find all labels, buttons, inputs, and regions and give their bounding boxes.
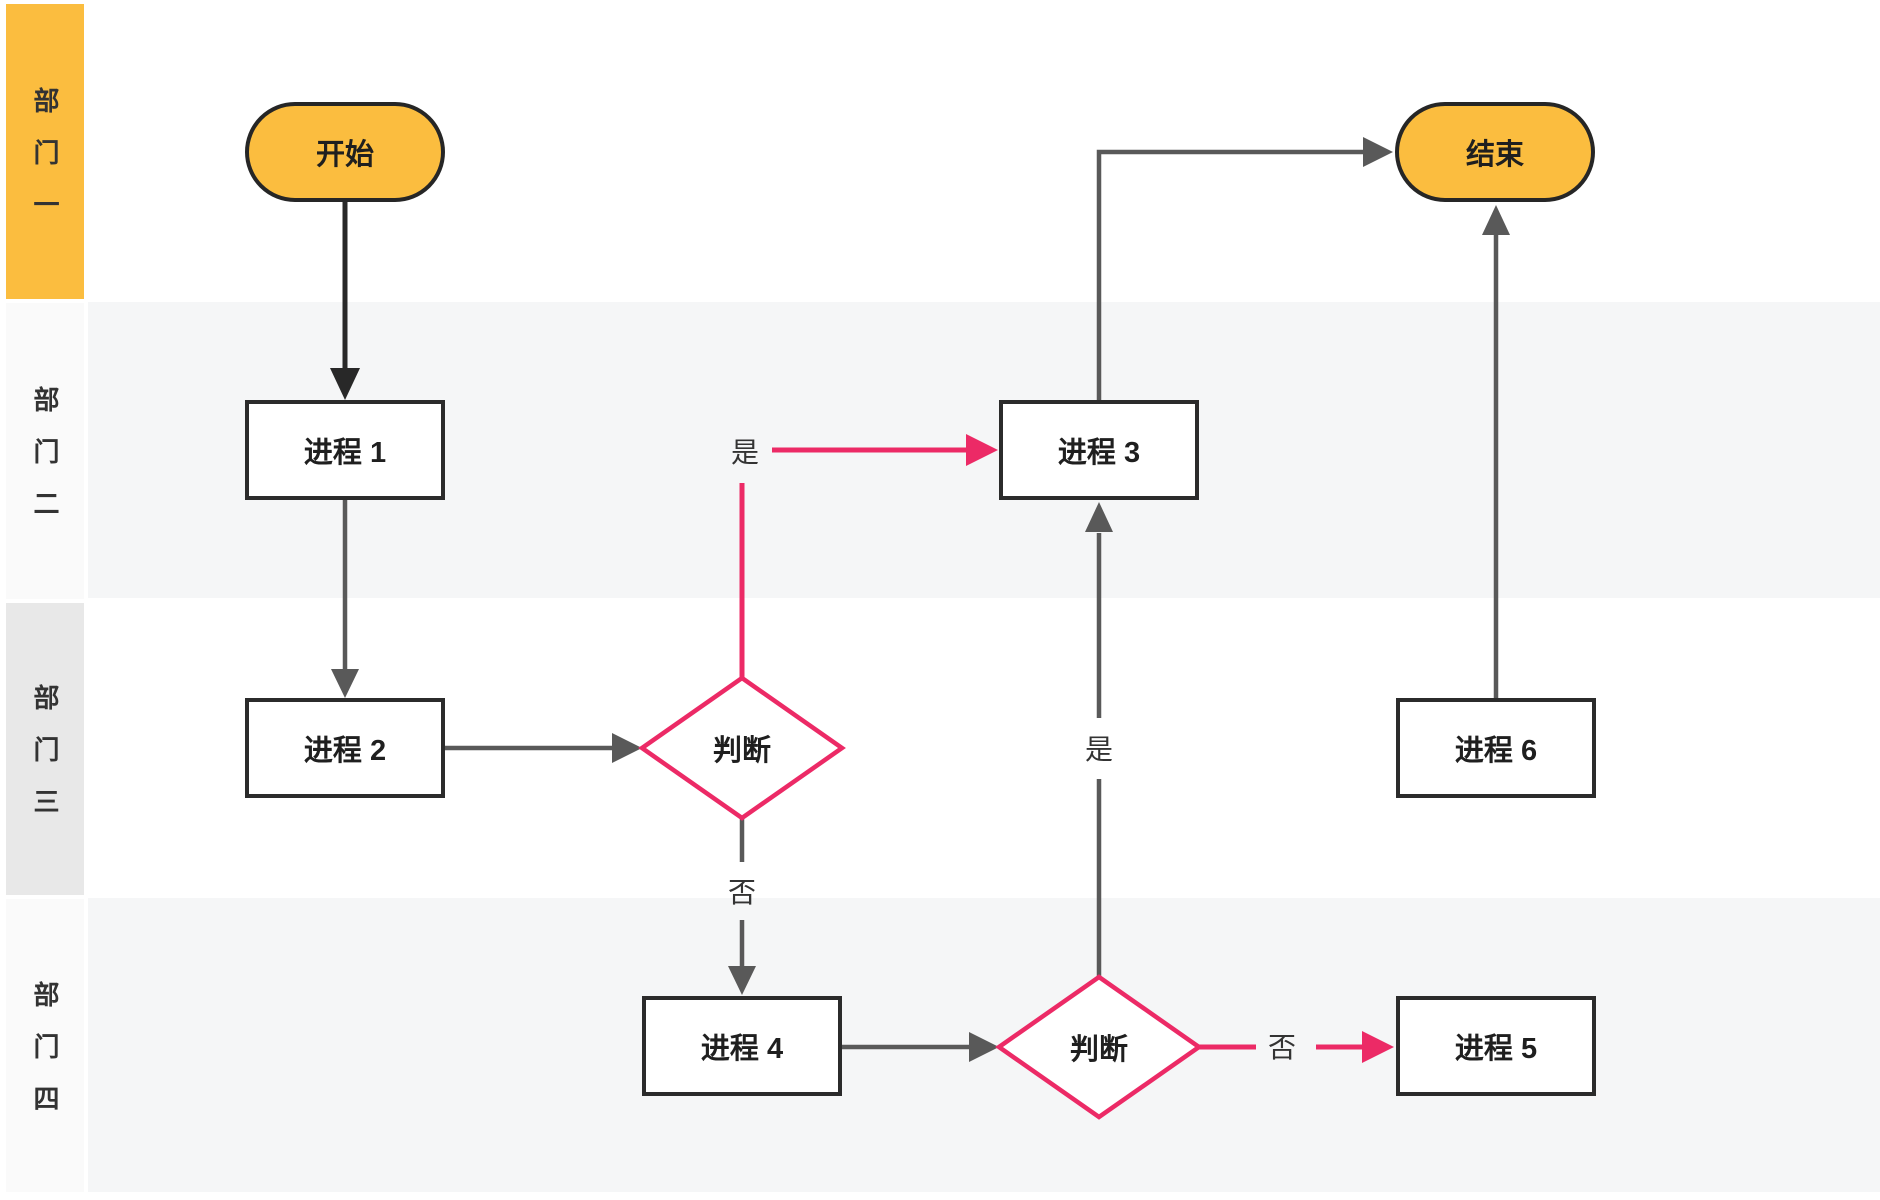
- node-process-1[interactable]: 进程 1: [245, 400, 445, 500]
- node-process-3-label: 进程 3: [1057, 437, 1141, 469]
- edge-decision1-no-to-process4: [728, 818, 756, 995]
- arrowhead-down-icon: [330, 368, 360, 400]
- node-process-3[interactable]: 进程 3: [999, 400, 1199, 500]
- arrowhead-right-icon: [1362, 1031, 1394, 1063]
- node-process-2[interactable]: 进程 2: [245, 698, 445, 798]
- edge-label-no-2: 否: [1267, 1032, 1297, 1063]
- lane-header-dept-1-label: 部门一: [30, 86, 60, 243]
- arrowhead-up-icon: [1482, 205, 1510, 235]
- node-process-2-label: 进程 2: [303, 735, 387, 767]
- node-process-4[interactable]: 进程 4: [642, 996, 842, 1096]
- lane-header-dept-4-label: 部门四: [30, 980, 60, 1137]
- edge-process1-to-process2: [331, 500, 359, 698]
- node-decision-1-shape[interactable]: [638, 675, 846, 821]
- node-process-6[interactable]: 进程 6: [1396, 698, 1596, 798]
- node-decision-2-label: 判断: [1069, 1034, 1129, 1066]
- node-process-4-label: 进程 4: [700, 1033, 784, 1065]
- node-end[interactable]: 结束: [1395, 102, 1595, 202]
- lane-header-dept-2[interactable]: 部门二: [6, 303, 84, 599]
- arrowhead-right-icon: [1363, 137, 1393, 167]
- lane-header-dept-3-label: 部门三: [30, 684, 60, 840]
- arrowhead-down-icon: [728, 966, 756, 995]
- node-process-1-label: 进程 1: [303, 437, 387, 469]
- lane-header-dept-2-label: 部门二: [30, 386, 60, 542]
- edge-start-to-process1: [330, 202, 360, 400]
- node-process-5[interactable]: 进程 5: [1396, 996, 1596, 1096]
- edge-process2-to-decision1: [445, 733, 642, 763]
- arrowhead-down-icon: [331, 669, 359, 698]
- lane-header-dept-3[interactable]: 部门三: [6, 603, 84, 895]
- node-end-label: 结束: [1465, 139, 1524, 171]
- arrowhead-right-icon: [966, 434, 998, 466]
- arrowhead-up-icon: [1085, 502, 1113, 532]
- node-start-label: 开始: [315, 139, 374, 171]
- edge-label-no-1: 否: [727, 877, 757, 908]
- edge-label-yes-2: 是: [1084, 734, 1114, 765]
- node-decision-1-label: 判断: [712, 735, 772, 767]
- edge-process3-to-end: [1096, 137, 1393, 400]
- edge-process4-to-decision2: [842, 1032, 999, 1062]
- lane-header-dept-4[interactable]: 部门四: [6, 899, 84, 1192]
- node-process-6-label: 进程 6: [1454, 735, 1538, 767]
- node-process-5-label: 进程 5: [1454, 1033, 1538, 1065]
- edge-process6-to-end: [1482, 205, 1510, 698]
- edge-decision1-yes-to-process3: [739, 434, 998, 678]
- node-start[interactable]: 开始: [245, 102, 445, 202]
- lane-header-dept-1[interactable]: 部门一: [6, 4, 84, 299]
- edge-label-yes-1: 是: [730, 437, 760, 468]
- arrowhead-right-icon: [969, 1032, 999, 1062]
- node-decision-2-shape[interactable]: [995, 974, 1203, 1120]
- edge-decision2-yes-to-process3: [1085, 502, 1113, 977]
- arrowhead-right-icon: [612, 733, 642, 763]
- edge-decision2-no-to-process5: [1198, 1031, 1394, 1063]
